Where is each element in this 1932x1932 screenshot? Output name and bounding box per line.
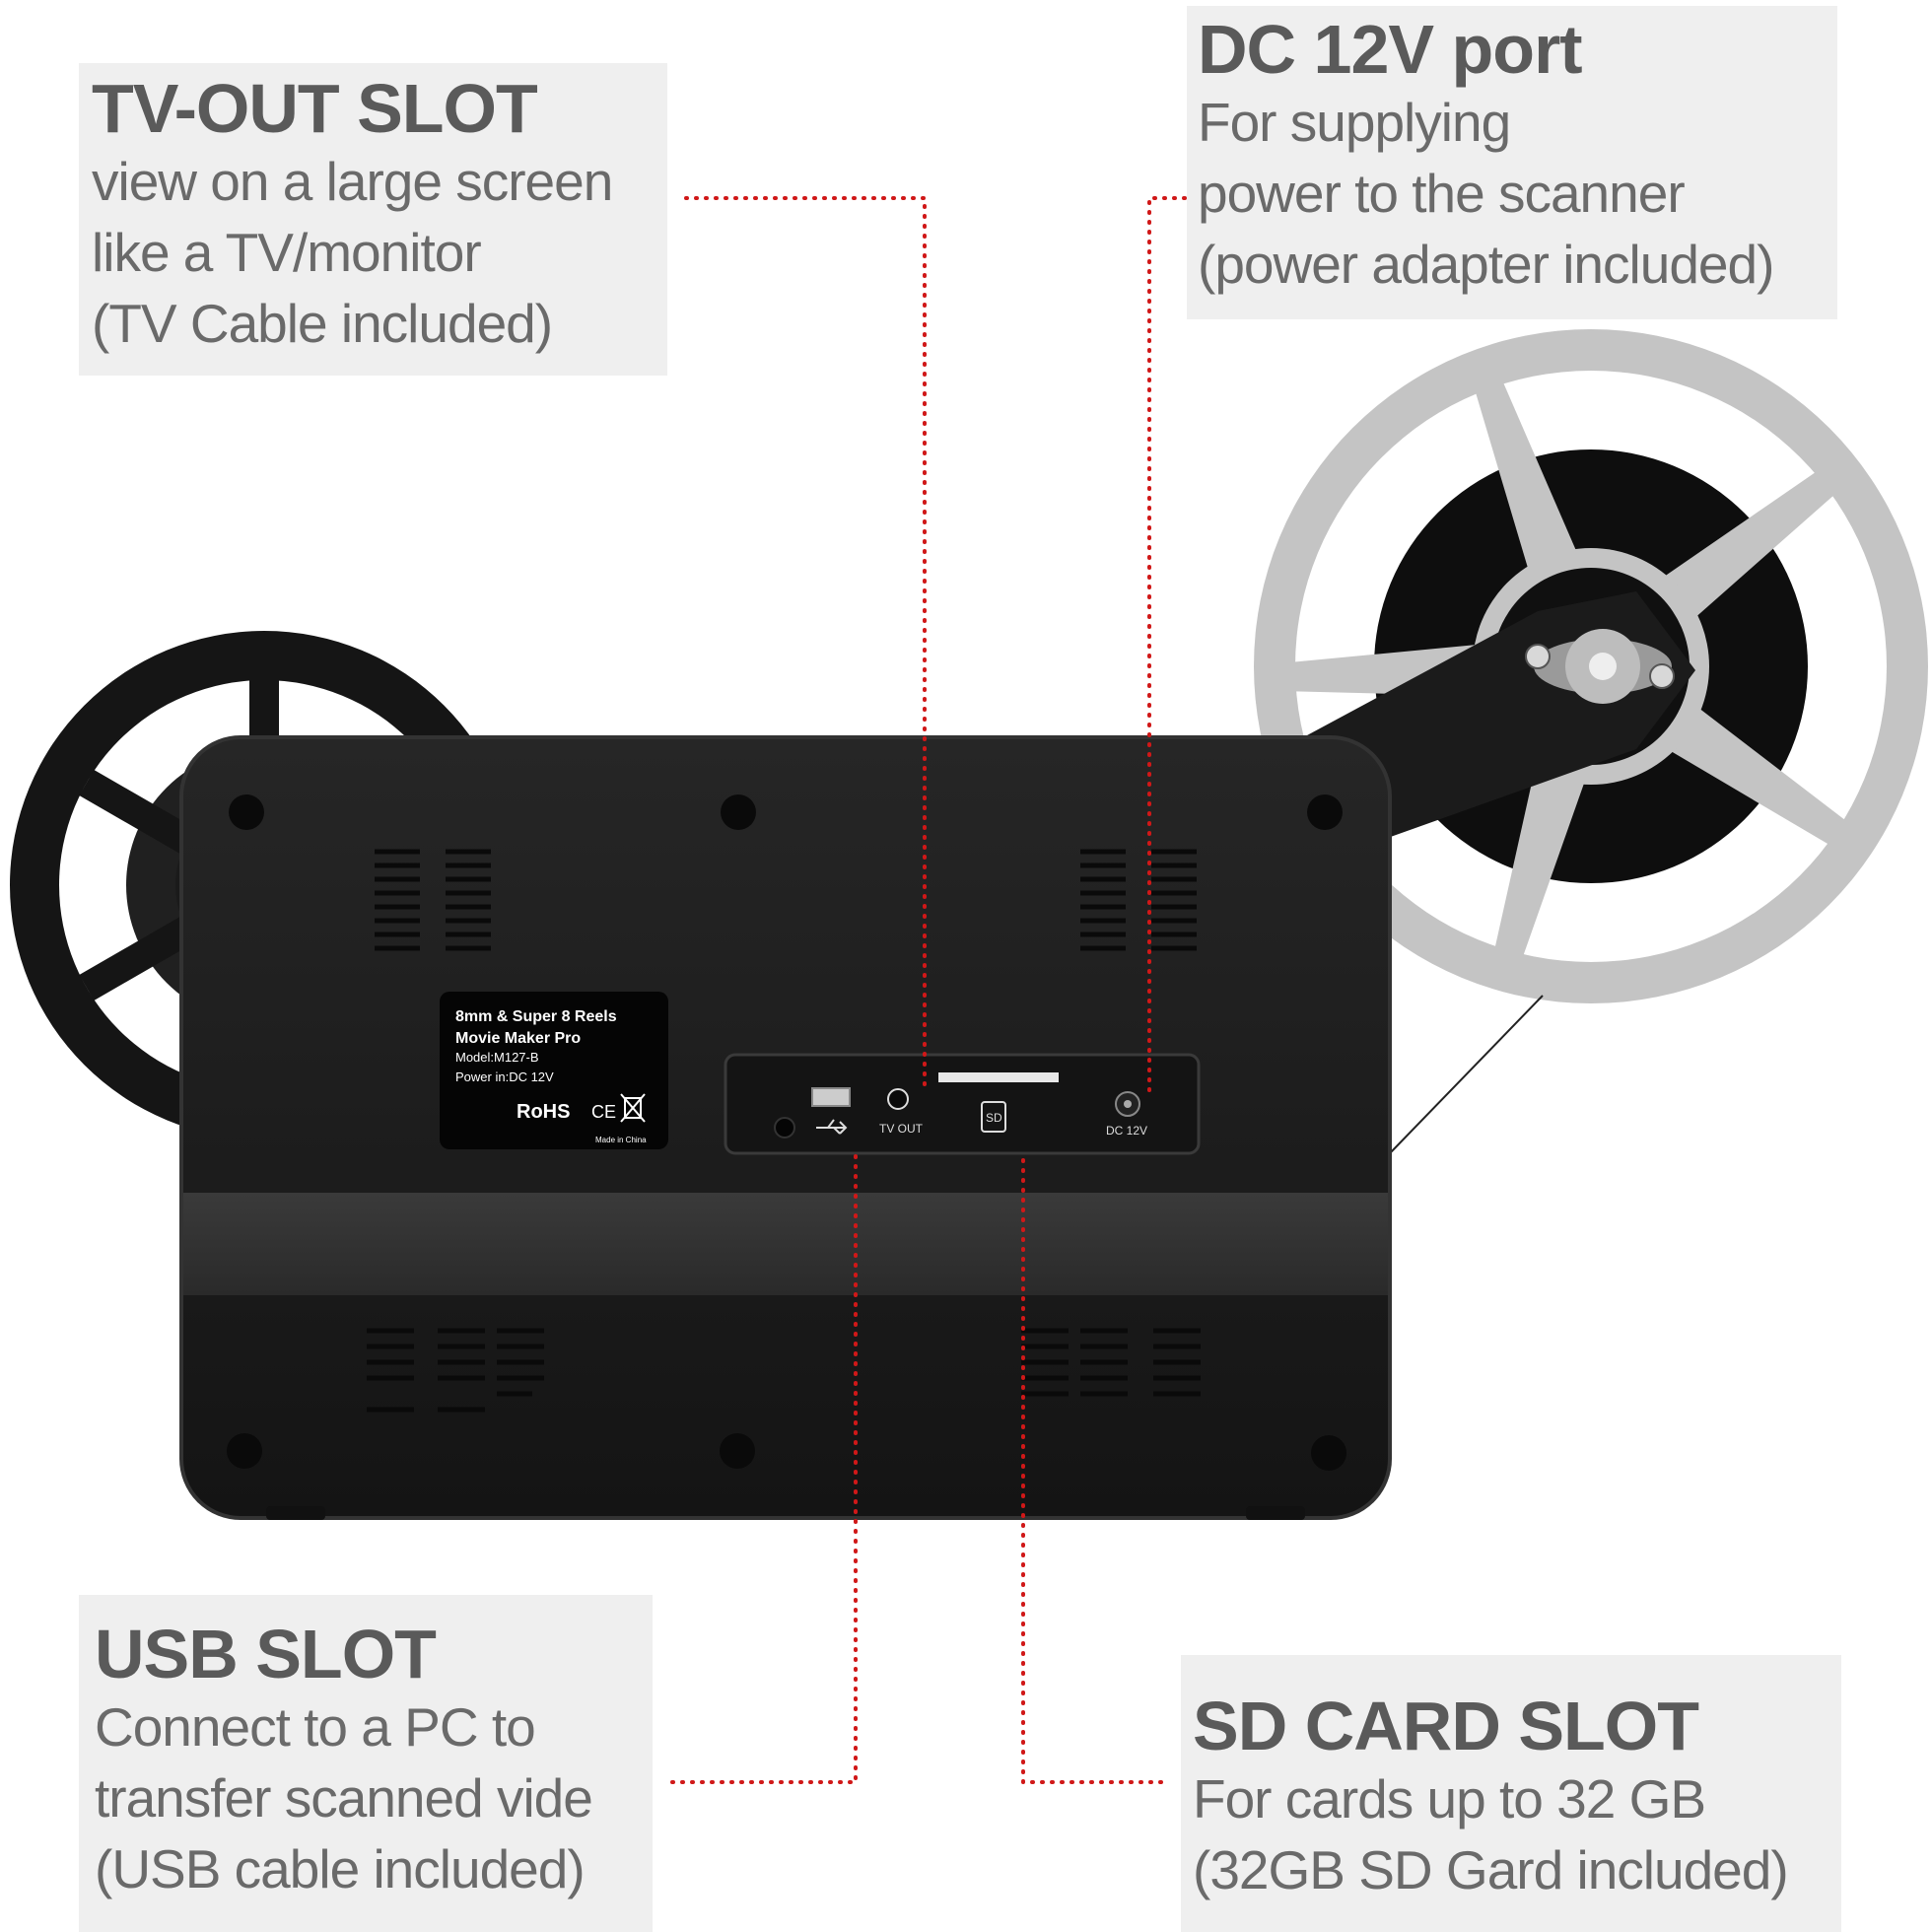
label-line-4: Power in:DC 12V: [455, 1070, 554, 1084]
sd-leader: [1021, 1153, 1163, 1784]
sd-label: SD: [986, 1111, 1002, 1125]
port-panel: TV OUT SD DC 12V: [724, 1053, 1201, 1155]
sd-card-icon: SD: [981, 1101, 1006, 1133]
sd-card-callout: SD CARD SLOT For cards up to 32 GB (32GB…: [1181, 1655, 1841, 1932]
tv-out-port[interactable]: [887, 1088, 909, 1110]
usb-icon: [816, 1119, 848, 1135]
label-line-3: Model:M127-B: [455, 1050, 539, 1065]
tv-out-line-1: view on a large screen: [92, 151, 613, 212]
usb-leader: [670, 1153, 858, 1784]
label-line-2: Movie Maker Pro: [455, 1030, 581, 1047]
tv-out-title: TV-OUT SLOT: [92, 70, 538, 147]
rohs-mark: RoHS: [517, 1101, 570, 1123]
usb-callout: USB SLOT Connect to a PC to transfer sca…: [79, 1595, 653, 1932]
tv-out-callout: TV-OUT SLOT view on a large screen like …: [79, 63, 667, 376]
made-in-text: Made in China: [595, 1136, 647, 1144]
dc-12v-label: DC 12V: [1106, 1124, 1147, 1138]
tv-out-leader: [684, 196, 927, 1094]
tv-out-line-3: (TV Cable included): [92, 293, 553, 354]
leader-lines: [670, 196, 1187, 1784]
sd-slot[interactable]: [938, 1072, 1059, 1082]
dc-port-line-2: power to the scanner: [1198, 163, 1686, 224]
dc-port-line-1: For supplying: [1198, 92, 1511, 153]
label-line-1: 8mm & Super 8 Reels: [455, 1008, 617, 1025]
usb-line-3: (USB cable included): [95, 1838, 586, 1899]
product-label: 8mm & Super 8 Reels Movie Maker Pro Mode…: [440, 992, 668, 1149]
ce-mark-icon: CE: [591, 1102, 616, 1122]
vent-grilles: [367, 849, 1201, 1413]
dc-port-title: DC 12V port: [1198, 11, 1583, 88]
usb-title: USB SLOT: [95, 1616, 437, 1692]
dc-leader: [1147, 196, 1187, 1094]
tv-out-label: TV OUT: [879, 1122, 924, 1136]
sd-card-line-1: For cards up to 32 GB: [1193, 1768, 1706, 1829]
sd-card-title: SD CARD SLOT: [1193, 1688, 1699, 1764]
recycle-bin-icon: [620, 1093, 646, 1123]
dc-port-callout: DC 12V port For supplying power to the s…: [1187, 6, 1837, 319]
tv-out-line-2: like a TV/monitor: [92, 222, 482, 283]
reel-hub: [1525, 629, 1675, 704]
usb-line-1: Connect to a PC to: [95, 1696, 536, 1758]
usb-port[interactable]: [811, 1087, 851, 1107]
sd-card-line-2: (32GB SD Gard included): [1193, 1839, 1789, 1900]
dc-port-line-3: (power adapter included): [1198, 234, 1774, 295]
usb-line-2: transfer scanned vide: [95, 1767, 593, 1828]
